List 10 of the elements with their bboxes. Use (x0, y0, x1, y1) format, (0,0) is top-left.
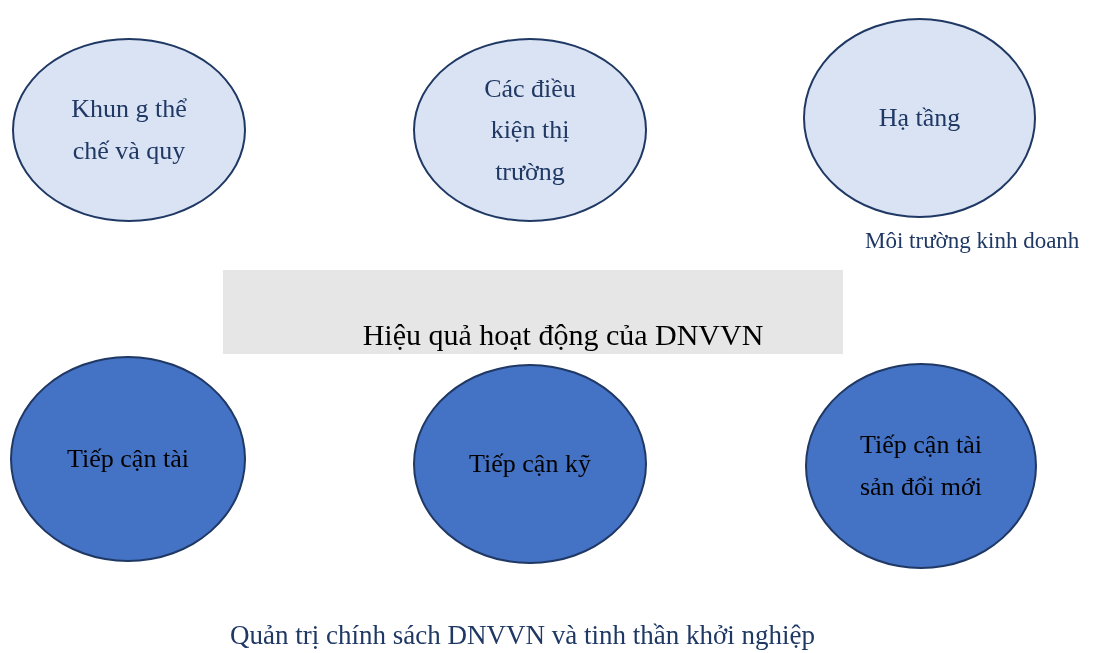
caption-label: Môi trường kinh doanh (865, 228, 1080, 254)
footer-label: Quản trị chính sách DNVVN và tinh thần khởi nghiệp (230, 620, 815, 651)
ellipse-label: Tiếp cận tài sản đổi mới (858, 429, 984, 503)
ellipse-label: Tiếp cận tài (66, 443, 190, 476)
text-band (223, 270, 843, 354)
band-title: Hiệu quả hoạt động của DNVVN (361, 318, 764, 353)
ellipse-label: Khun g thể chế và quy (70, 93, 188, 167)
ellipse-label: Hạ tầng (877, 102, 962, 135)
ellipse-label: Các điều kiện thị trường (483, 72, 577, 188)
ellipse-label: Tiếp cận kỹ (468, 448, 592, 481)
